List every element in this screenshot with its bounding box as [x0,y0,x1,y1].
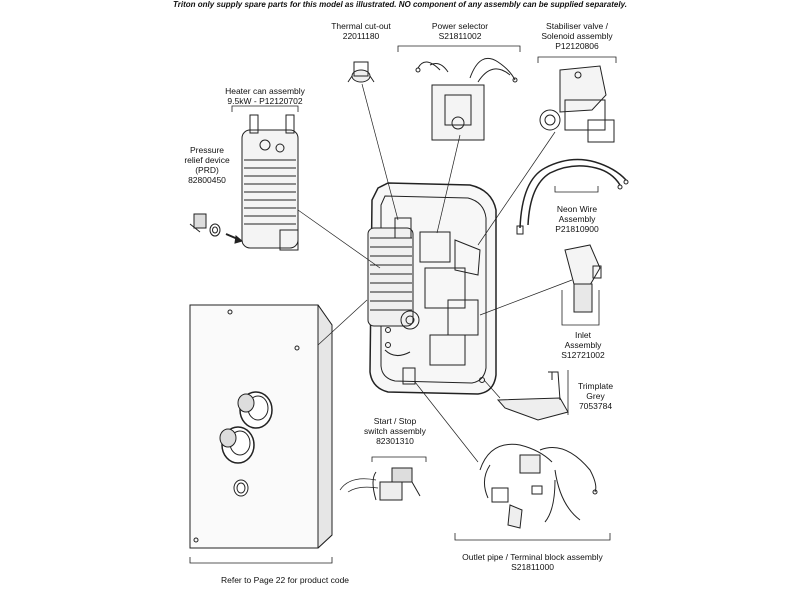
leader-lines [297,83,573,493]
power-selector-illustration [415,58,518,141]
label-outlet-pipe: Outlet pipe / Terminal block assembly S2… [462,552,603,572]
prd-illustration [189,213,221,237]
start-stop-switch-illustration [372,467,421,501]
label-thermal-cutout: Thermal cut-out 22011180 [331,21,391,41]
label-start-stop-switch: Start / Stop switch assembly 82301310 [364,416,426,446]
heater-can-illustration [225,114,299,251]
stabiliser-valve-illustration [539,65,615,143]
brackets [189,45,617,564]
label-neon-wire: Neon Wire Assembly P21810900 [555,204,599,234]
trimplate-illustration [496,371,569,421]
label-stabiliser-valve: Stabiliser valve / Solenoid assembly P12… [541,21,613,51]
inlet-illustration [564,244,602,313]
main-housing-illustration [367,182,497,395]
front-cover-illustration [189,304,333,549]
label-cover-note: Refer to Page 22 for product code [220,575,350,585]
label-inlet: Inlet Assembly S12721002 [561,330,605,360]
thermal-cutout-illustration [347,61,375,83]
label-prd: Pressure relief device (PRD) 82800450 [184,145,230,185]
label-heater-can: Heater can assembly 9.5kW - P12120702 [225,86,305,106]
spare-parts-notice: Triton only supply spare parts for this … [173,0,627,9]
neon-wire-illustration [516,158,629,235]
label-power-selector: Power selector S21811002 [431,21,489,41]
outlet-pipe-illustration [479,443,598,529]
label-trimplate: Trimplate Grey 7053784 [577,381,614,411]
